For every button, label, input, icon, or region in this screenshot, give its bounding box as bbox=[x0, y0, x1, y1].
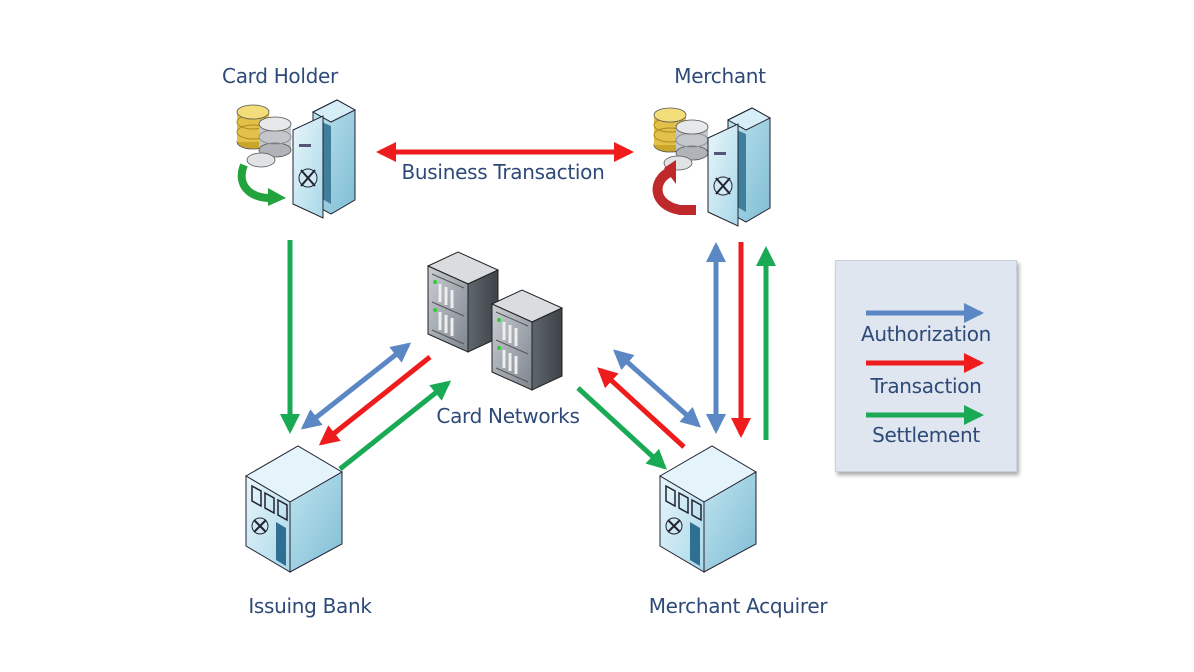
merchant-icon bbox=[652, 107, 771, 227]
authorization-arrow-network-acquirer bbox=[613, 349, 701, 428]
issuing-bank-icon bbox=[245, 445, 343, 573]
merchant-acquirer-label: Merchant Acquirer bbox=[648, 594, 828, 618]
legend: Authorization Transaction Settlement bbox=[835, 260, 1017, 472]
card-holder-icon bbox=[236, 99, 356, 219]
card-networks-icon bbox=[426, 250, 564, 392]
issuing-bank-label: Issuing Bank bbox=[248, 594, 372, 618]
business-transaction-label: Business Transaction bbox=[401, 160, 605, 184]
settlement-arrow-issuer-network bbox=[338, 380, 452, 471]
legend-transaction-label: Transaction bbox=[870, 374, 982, 398]
merchant-label: Merchant bbox=[674, 64, 766, 88]
settlement-arrow-network-acquirer bbox=[576, 386, 667, 470]
legend-swatches bbox=[866, 303, 984, 425]
transaction-arrow-acquirer-network bbox=[597, 367, 686, 449]
transaction-arrow-network-issuer bbox=[318, 355, 432, 446]
card-networks-label: Card Networks bbox=[436, 404, 580, 428]
authorization-arrow-issuer-network bbox=[300, 342, 412, 430]
legend-settlement-label: Settlement bbox=[872, 423, 980, 447]
merchant-acquirer-icon bbox=[659, 445, 757, 573]
legend-authorization-label: Authorization bbox=[860, 322, 992, 346]
card-holder-label: Card Holder bbox=[222, 64, 338, 88]
